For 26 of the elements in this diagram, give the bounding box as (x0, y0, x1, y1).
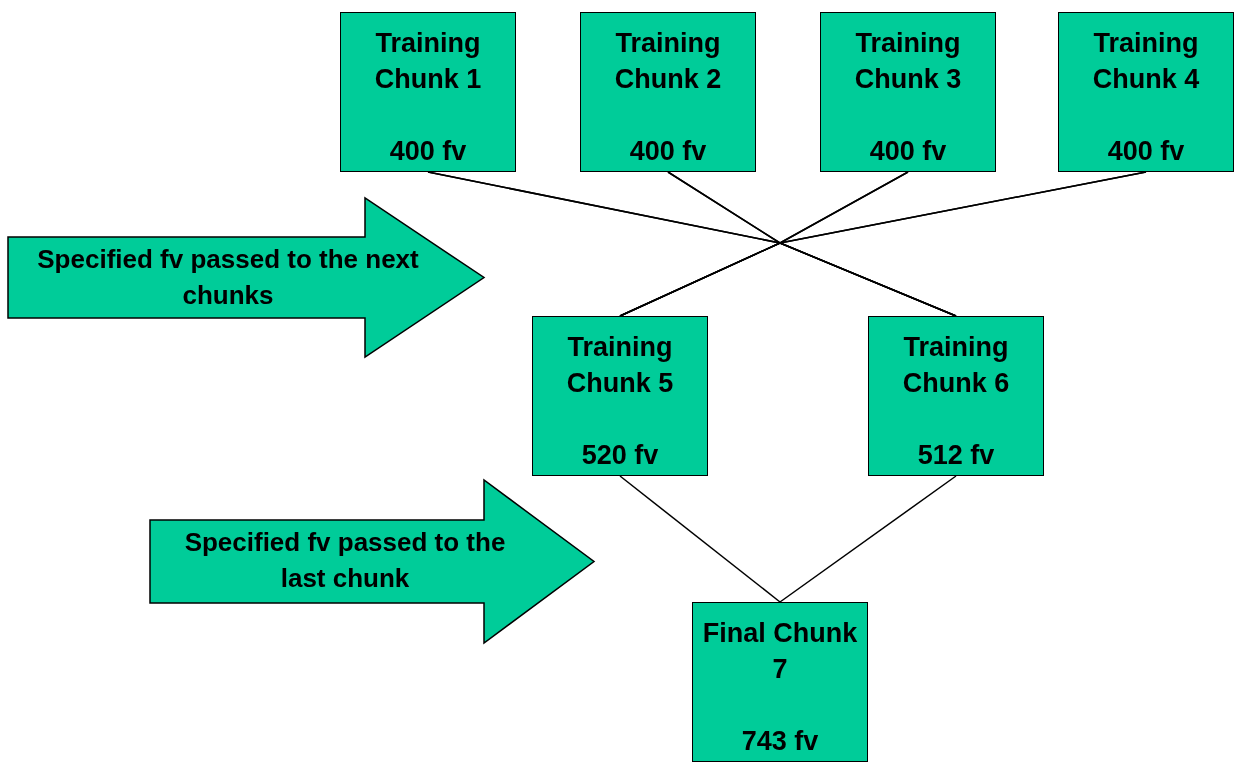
feature-count: 520 fv (581, 439, 659, 471)
chunk-box (580, 12, 756, 172)
connector-line (619, 475, 781, 603)
feature-count: 400 fv (389, 135, 467, 167)
chunk-box (1058, 12, 1234, 172)
feature-count: 512 fv (917, 439, 995, 471)
chunk-box (868, 316, 1044, 476)
feature-count: 400 fv (1107, 135, 1185, 167)
connector-line (779, 475, 957, 603)
feature-count: 400 fv (629, 135, 707, 167)
feature-count: 743 fv (741, 725, 819, 757)
chunk-title: Training Chunk 3 (853, 27, 963, 96)
chunk-box (340, 12, 516, 172)
feature-count: 400 fv (869, 135, 947, 167)
arrow-text: Specified fv passed to the next chunks (36, 243, 420, 312)
chunk-title: Training Chunk 2 (613, 27, 723, 96)
chunk-box (820, 12, 996, 172)
chunk-box (532, 316, 708, 476)
chunk-title: Training Chunk 1 (373, 27, 483, 96)
chunk-title: Training Chunk 6 (901, 331, 1011, 400)
chunk-title: Training Chunk 5 (565, 331, 675, 400)
chunk-box (692, 602, 868, 762)
arrow-text: Specified fv passed to the last chunk (183, 526, 507, 595)
chunk-title: Final Chunk 7 (701, 617, 859, 686)
chunk-title: Training Chunk 4 (1091, 27, 1201, 96)
connector-line (777, 171, 1147, 317)
